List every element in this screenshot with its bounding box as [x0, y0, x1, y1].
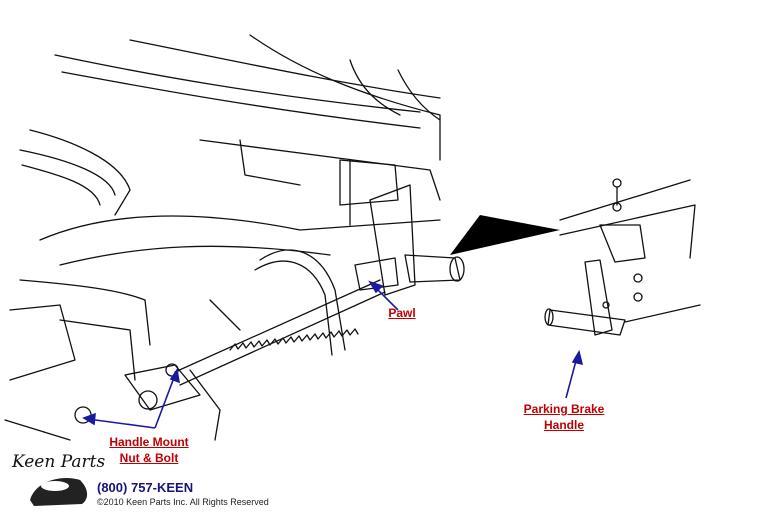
phone-number[interactable]: (800) 757-KEEN — [97, 480, 194, 495]
parking-brake-arrowhead — [571, 349, 584, 366]
handle-mount-label: Handle Mount Nut & Bolt — [100, 434, 198, 466]
inset-handle-end — [544, 308, 554, 326]
pawl-arrowhead — [368, 280, 384, 294]
dash-outline — [61, 71, 421, 129]
parking-brake-handle-label: Parking Brake Handle — [512, 401, 616, 433]
inset-nut — [633, 292, 643, 302]
pawl-label: Pawl — [385, 305, 419, 321]
panel-outline — [239, 139, 301, 186]
mount-bolt-head — [138, 390, 158, 410]
tunnel-outline — [19, 149, 116, 196]
inset-nut — [633, 273, 643, 283]
inset-bracket — [584, 259, 613, 336]
handle-mount-arrow — [87, 418, 156, 429]
inset-bolt — [612, 178, 622, 188]
inset-handle — [547, 309, 626, 336]
inset-floor — [559, 204, 696, 259]
dash-outline — [349, 59, 401, 116]
dash-outline — [129, 39, 441, 99]
tunnel-outline — [29, 129, 131, 216]
inset-washer — [612, 202, 622, 212]
pawl-text: Pawl — [388, 306, 416, 320]
inset-floor — [559, 179, 691, 221]
inset-bracket — [599, 224, 646, 263]
inset-nut — [602, 301, 610, 309]
ratchet-teeth — [229, 328, 359, 351]
detail-arrow — [450, 215, 560, 255]
pawl-bracket — [354, 257, 399, 291]
dash-outline — [397, 69, 441, 121]
tunnel-outline — [19, 279, 151, 346]
logo-car-window — [41, 481, 69, 491]
dash-outline — [249, 34, 441, 161]
tunnel-outline — [209, 299, 241, 331]
handle-mount-bracket — [189, 369, 221, 441]
arc-support — [254, 260, 333, 356]
pawl-bracket — [339, 159, 399, 206]
handle-mount-bracket — [124, 364, 201, 411]
handle-mount-arrowhead — [169, 367, 181, 384]
inset-rod — [624, 304, 701, 323]
pawl-bracket — [369, 184, 416, 296]
floor-line — [4, 419, 71, 441]
keen-parts-logo: Keen Parts — [12, 452, 106, 472]
copyright-notice: ©2010 Keen Parts Inc. All Rights Reserve… — [97, 497, 269, 507]
arc-support — [259, 249, 346, 351]
handle-mount-line1: Handle Mount — [109, 435, 189, 449]
ratchet-rod — [174, 279, 381, 373]
tunnel-outline — [9, 304, 76, 381]
mount-bolt — [165, 363, 179, 377]
panel-outline — [199, 139, 441, 201]
handle-mount-arrowhead — [82, 412, 96, 426]
parking-brake-line1: Parking Brake — [523, 402, 605, 416]
tunnel-outline — [39, 215, 441, 241]
tunnel-outline — [59, 319, 136, 381]
parking-brake-line2: Handle — [543, 418, 584, 432]
handle-shaft-end — [449, 256, 465, 282]
parking-brake-arrow — [565, 356, 578, 399]
dash-outline — [54, 54, 421, 113]
handle-mount-arrow — [154, 374, 176, 429]
handle-mount-line2: Nut & Bolt — [119, 451, 179, 465]
tunnel-outline — [21, 164, 101, 206]
